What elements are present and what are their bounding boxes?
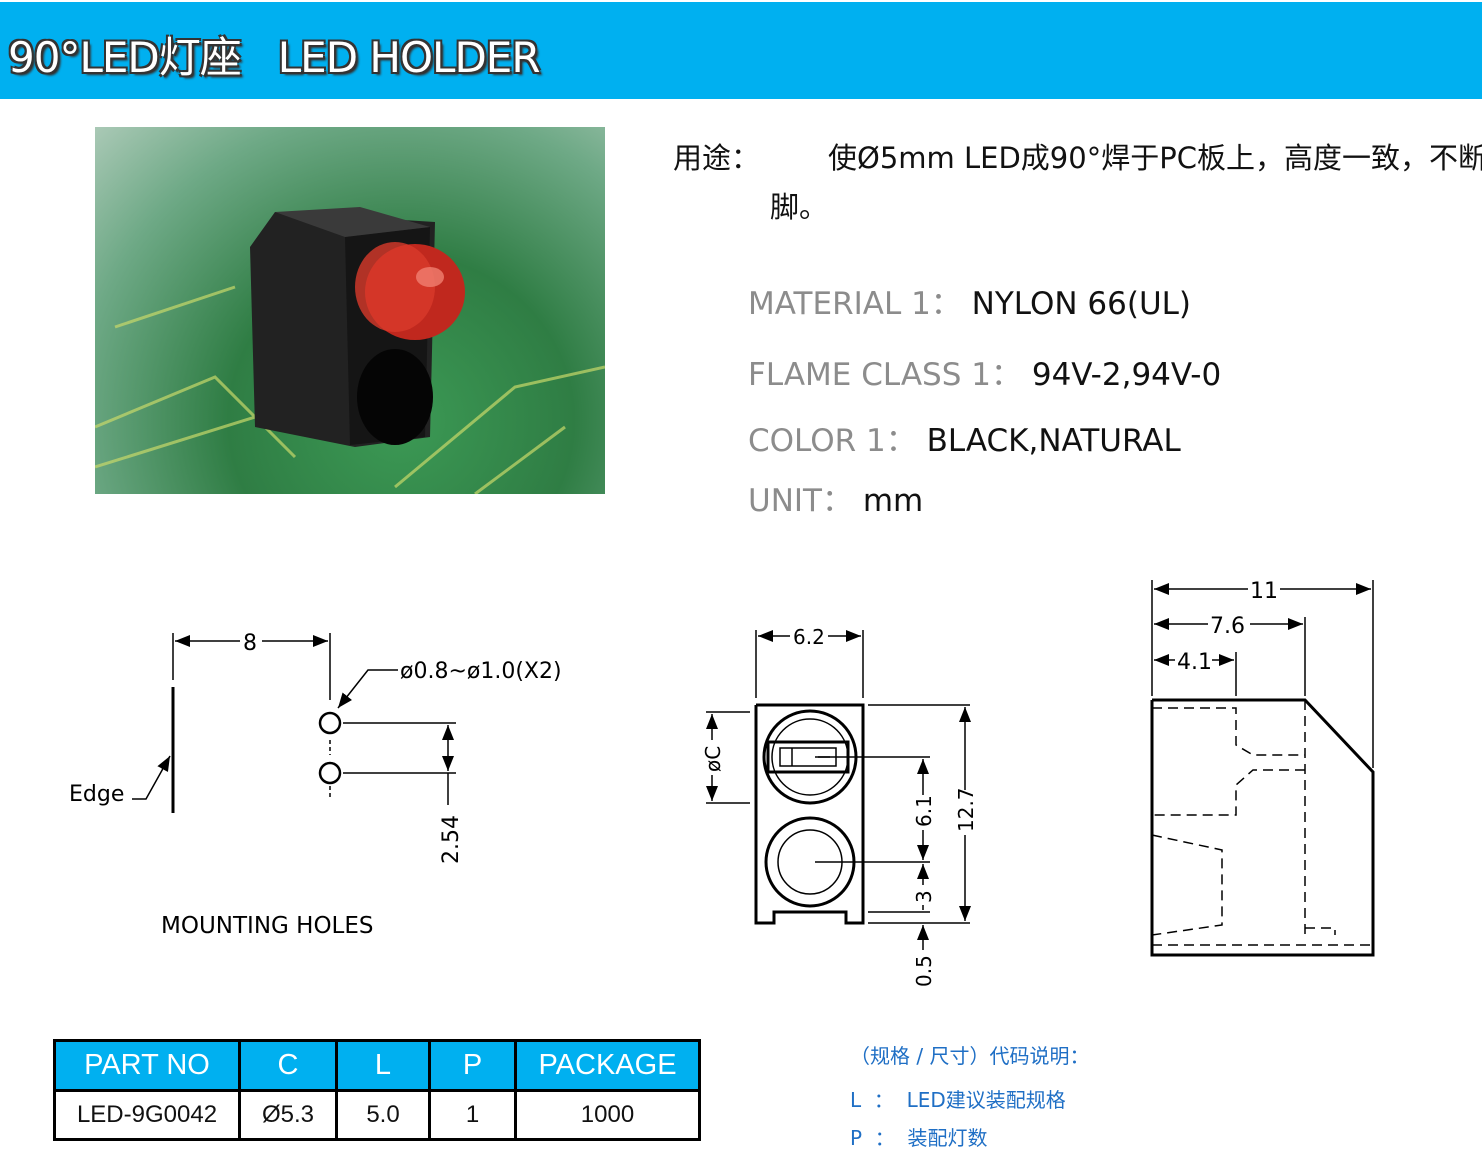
dim-11: 11 [1250,579,1278,604]
legend-p: P ： 装配灯数 [850,1126,988,1150]
col-c: C [238,1039,338,1092]
usage-text-cont: 脚。 [770,190,829,224]
dim-12-7: 12.7 [954,787,978,832]
parts-table: PART NO C L P PACKAGE LED-9G0042 Ø5.3 5.… [53,1039,701,1141]
legend-title: （规格 / 尺寸）代码说明： [850,1044,1090,1068]
mounting-holes-drawing [132,633,456,813]
col-l: L [335,1039,431,1092]
dim-3: 3 [912,890,936,903]
side-view-drawing [1150,580,1375,957]
pitch-dim: 2.54 [439,815,464,864]
col-p: P [428,1039,517,1092]
dim-dia-c: øC [701,746,725,772]
dim-6-2: 6.2 [793,625,825,649]
dim-0-5: 0.5 [912,955,936,987]
hole-diameter: ø0.8~ø1.0(X2) [400,659,562,684]
header-banner: 90°LED灯座 LED HOLDER [0,2,1482,99]
mounting-title: MOUNTING HOLES [161,913,374,939]
edge-label: Edge [69,782,124,807]
col-package: PACKAGE [514,1039,701,1092]
product-photo [95,127,605,494]
cell-c: Ø5.3 [238,1089,338,1141]
dim-6-1: 6.1 [912,795,936,827]
col-part-no: PART NO [53,1039,241,1092]
spec-unit: UNIT： mm [748,483,924,519]
usage-text: 使Ø5mm LED成90°焊于PC板上，高度一致，不断 [828,141,1482,175]
dim-8: 8 [243,631,257,656]
front-view-drawing [706,630,971,950]
cell-part-no: LED-9G0042 [53,1089,241,1141]
page-title: 90°LED灯座 LED HOLDER [8,33,541,82]
spec-flame-class: FLAME CLASS 1： 94V-2,94V-0 [748,357,1222,393]
spec-color: COLOR 1： BLACK,NATURAL [748,423,1181,459]
usage-label: 用途： [673,141,761,175]
cell-l: 5.0 [335,1089,431,1141]
legend-l: L ： LED建议装配规格 [850,1088,1066,1112]
table-header-row: PART NO C L P PACKAGE [53,1039,701,1092]
cell-package: 1000 [514,1089,701,1141]
dim-4-1: 4.1 [1177,650,1212,675]
spec-material: MATERIAL 1： NYLON 66(UL) [748,286,1192,322]
dim-7-6: 7.6 [1210,614,1245,639]
cell-p: 1 [428,1089,517,1141]
table-row: LED-9G0042 Ø5.3 5.0 1 1000 [53,1089,701,1141]
